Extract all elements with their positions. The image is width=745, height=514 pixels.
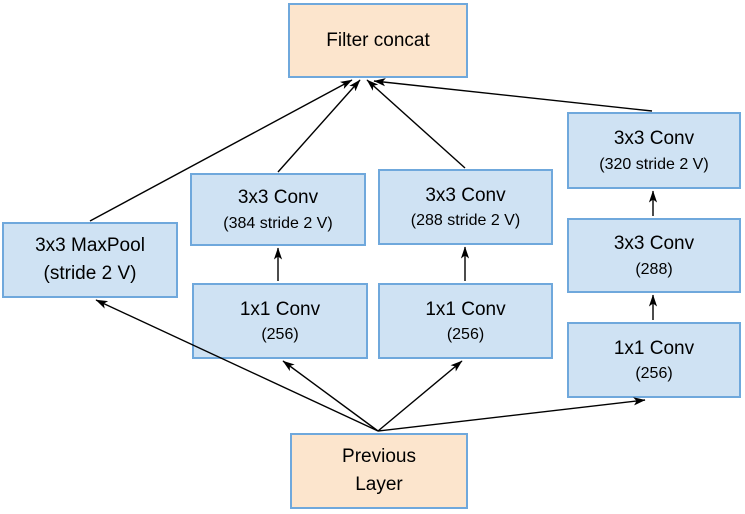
node-sublabel: (320 stride 2 V) (599, 155, 709, 173)
node-sublabel: (256) (261, 326, 299, 344)
node-conv288: 3x3 Conv (288) (567, 218, 741, 293)
node-maxpool: 3x3 MaxPool (stride 2 V) (2, 222, 178, 298)
node-sublabel: (384 stride 2 V) (223, 214, 333, 232)
node-conv288s: 3x3 Conv (288 stride 2 V) (378, 169, 553, 245)
node-conv1x1-c: 1x1 Conv (256) (567, 322, 741, 398)
node-sublabel: Layer (355, 474, 403, 495)
node-label: 1x1 Conv (613, 337, 695, 359)
node-label: 3x3 Conv (425, 184, 506, 206)
node-sublabel: (288) (635, 260, 673, 278)
node-conv320: 3x3 Conv (320 stride 2 V) (567, 112, 741, 189)
node-conv1x1-a: 1x1 Conv (256) (192, 283, 368, 359)
node-filter-concat: Filter concat (288, 3, 468, 78)
node-sublabel: (256) (635, 365, 673, 383)
node-conv384: 3x3 Conv (384 stride 2 V) (190, 173, 366, 246)
node-sublabel: (288 stride 2 V) (410, 212, 521, 230)
node-label: 1x1 Conv (425, 298, 506, 320)
node-label: Previous (342, 446, 416, 468)
node-label: 3x3 Conv (237, 187, 319, 209)
node-sublabel: (stride 2 V) (43, 263, 137, 284)
node-label: 3x3 MaxPool (35, 235, 145, 257)
edge-previous_layer-to-conv1x1_c (377, 397, 646, 432)
edge-previous_layer-to-conv1x1_a (282, 360, 379, 432)
node-conv1x1-b: 1x1 Conv (256) (378, 283, 553, 359)
node-label: 3x3 Conv (613, 128, 695, 150)
edge-conv288s-to-filter_concat (366, 79, 466, 169)
edge-conv320-to-filter_concat (373, 78, 653, 112)
node-label: Filter concat (326, 29, 430, 51)
node-previous-layer: Previous Layer (290, 433, 468, 509)
edge-conv384-to-filter_concat (277, 79, 361, 173)
node-sublabel: (256) (446, 326, 485, 344)
node-label: 1x1 Conv (239, 298, 321, 320)
node-label: 3x3 Conv (613, 233, 695, 255)
edge-previous_layer-to-conv1x1_b (377, 360, 463, 432)
